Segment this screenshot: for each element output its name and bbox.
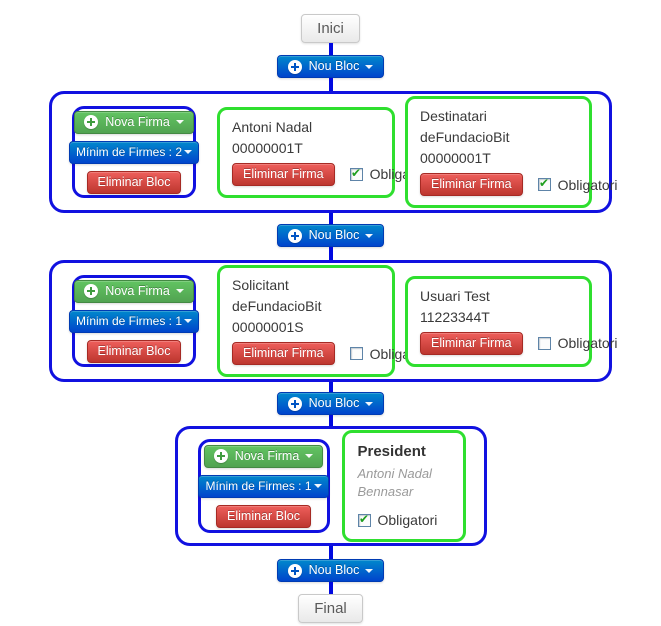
signature-block-3: Nova Firma Mínim de Firmes : 1 Eliminar … — [174, 426, 487, 546]
block-1-controls-panel: Nova Firma Mínim de Firmes : 2 Eliminar … — [68, 106, 200, 198]
nou-bloc-label: Nou Bloc — [308, 59, 360, 73]
connector-line — [328, 382, 333, 392]
plus-circle-icon — [287, 396, 302, 411]
chevron-down-icon — [305, 454, 314, 458]
minim-firmes-label: Mínim de Firmes : 1 — [75, 313, 183, 328]
connector-line — [328, 213, 333, 224]
plus-circle-icon — [84, 115, 99, 129]
signature-name: Destinatari deFundacioBit — [420, 108, 510, 145]
signature-name: Usuari Test — [420, 287, 490, 304]
obligatori-checkbox[interactable]: ✔ — [537, 176, 551, 191]
nou-bloc-label: Nou Bloc — [308, 396, 360, 410]
chevron-down-icon — [184, 319, 193, 323]
chevron-down-icon — [365, 233, 374, 238]
plus-circle-icon — [287, 563, 302, 578]
eliminar-bloc-button[interactable]: Eliminar Bloc — [216, 504, 311, 528]
nou-bloc-button[interactable]: Nou Bloc — [276, 392, 385, 415]
eliminar-firma-button[interactable]: Eliminar Firma — [420, 173, 523, 196]
minim-firmes-dropdown[interactable]: Mínim de Firmes : 1 — [68, 309, 200, 333]
block-3-controls-panel: Nova Firma Mínim de Firmes : 1 Eliminar … — [197, 439, 330, 533]
obligatori-checkbox[interactable]: ✔ — [357, 511, 371, 527]
plus-circle-icon — [287, 59, 302, 74]
minim-firmes-label: Mínim de Firmes : 1 — [205, 478, 312, 493]
chevron-down-icon — [313, 484, 322, 488]
connector-line — [328, 582, 333, 594]
plus-circle-icon — [84, 284, 99, 298]
block-2-controls-panel: Nova Firma Mínim de Firmes : 1 Eliminar … — [68, 275, 200, 367]
connector-line — [328, 78, 333, 91]
connector-line — [328, 247, 333, 260]
eliminar-firma-button[interactable]: Eliminar Firma — [232, 342, 335, 365]
signature-card: Usuari Test 11223344T Eliminar Firma ✔ O… — [405, 275, 617, 367]
plus-circle-icon — [213, 449, 228, 463]
signature-name: Solicitant deFundacioBit — [232, 277, 322, 314]
nou-bloc-label: Nou Bloc — [308, 228, 360, 242]
nova-firma-label: Nova Firma — [105, 114, 170, 129]
signature-block-2: Nova Firma Mínim de Firmes : 1 Eliminar … — [49, 260, 617, 382]
nou-bloc-label: Nou Bloc — [308, 563, 360, 577]
obligatori-checkbox[interactable]: ✔ — [349, 165, 363, 181]
flow-start-node: Inici — [301, 14, 360, 43]
plus-circle-icon — [287, 228, 302, 243]
obligatori-label: Obligatori — [557, 176, 618, 193]
chevron-down-icon — [184, 150, 193, 154]
obligatori-label: Obligatori — [557, 335, 618, 351]
flow-end-node: Final — [298, 594, 363, 623]
obligatori-label: Obligatori — [377, 512, 438, 528]
check-icon: ✔ — [351, 165, 362, 180]
chevron-down-icon — [365, 64, 374, 69]
nova-firma-label: Nova Firma — [234, 448, 300, 463]
signature-nif: 00000001T — [420, 150, 491, 166]
obligatori-checkbox[interactable]: ✔ — [349, 347, 363, 360]
signature-name: Antoni Nadal — [232, 118, 313, 135]
signature-nif: 00000001S — [232, 319, 304, 335]
chevron-down-icon — [175, 289, 184, 293]
signature-name: President — [357, 443, 426, 460]
connector-line — [328, 546, 333, 559]
minim-firmes-label: Mínim de Firmes : 2 — [75, 144, 183, 159]
connector-line — [328, 415, 333, 426]
nova-firma-button[interactable]: Nova Firma — [74, 110, 194, 134]
eliminar-firma-button[interactable]: Eliminar Firma — [232, 162, 335, 186]
check-icon: ✔ — [539, 176, 550, 190]
connector-line — [328, 43, 333, 55]
nova-firma-button[interactable]: Nova Firma — [203, 444, 324, 468]
signature-nif: 00000001T — [232, 139, 303, 156]
chevron-down-icon — [175, 120, 184, 124]
check-icon: ✔ — [358, 511, 370, 526]
signature-nif: 11223344T — [420, 308, 490, 325]
signature-person-name: Antoni Nadal Bennasar — [357, 466, 432, 499]
signature-card: President Antoni Nadal Bennasar ✔ Obliga… — [341, 430, 466, 542]
signature-block-1: Nova Firma Mínim de Firmes : 2 Eliminar … — [49, 91, 617, 213]
nova-firma-button[interactable]: Nova Firma — [74, 279, 194, 303]
obligatori-checkbox[interactable]: ✔ — [537, 336, 551, 350]
nova-firma-label: Nova Firma — [105, 283, 170, 298]
minim-firmes-dropdown[interactable]: Mínim de Firmes : 1 — [198, 474, 329, 498]
signature-card: Antoni Nadal 00000001T Eliminar Firma ✔ … — [217, 106, 429, 198]
nou-bloc-button[interactable]: Nou Bloc — [276, 224, 385, 247]
signature-card: Solicitant deFundacioBit 00000001S Elimi… — [217, 265, 429, 377]
chevron-down-icon — [365, 568, 374, 573]
eliminar-bloc-button[interactable]: Eliminar Bloc — [86, 170, 182, 194]
nou-bloc-button[interactable]: Nou Bloc — [276, 559, 385, 582]
chevron-down-icon — [365, 401, 374, 406]
nou-bloc-button[interactable]: Nou Bloc — [276, 55, 385, 78]
eliminar-bloc-button[interactable]: Eliminar Bloc — [86, 339, 182, 363]
eliminar-firma-button[interactable]: Eliminar Firma — [420, 331, 523, 355]
signature-card: Destinatari deFundacioBit 00000001T Elim… — [405, 96, 617, 208]
minim-firmes-dropdown[interactable]: Mínim de Firmes : 2 — [68, 140, 200, 164]
